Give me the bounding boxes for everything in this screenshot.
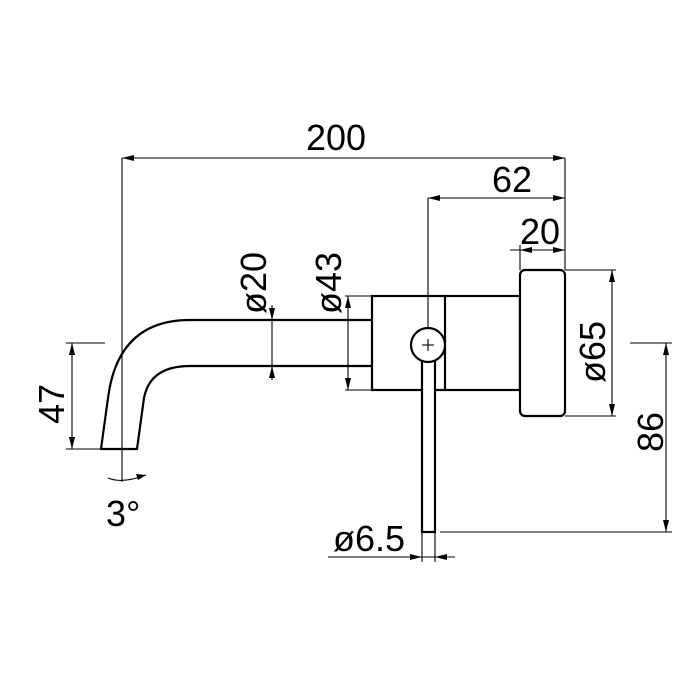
- dim-label-62: 62: [492, 159, 532, 200]
- dim-label-47: 47: [31, 384, 72, 424]
- dim-spout-diameter: ø20: [233, 252, 275, 380]
- dim-spout-height: 47: [31, 342, 105, 450]
- dim-label-200: 200: [306, 117, 366, 158]
- dim-label-86: 86: [630, 412, 671, 452]
- dim-label-3deg: 3°: [106, 493, 140, 534]
- wall-flange: [518, 268, 567, 418]
- dim-label-d20: ø20: [233, 252, 274, 314]
- dim-label-d6-5: ø6.5: [333, 518, 405, 559]
- dim-flange-diameter: ø65: [565, 269, 616, 417]
- lever-handle: [420, 343, 437, 534]
- dim-body-depth: 62: [427, 159, 565, 328]
- dim-label-20: 20: [520, 211, 560, 252]
- dim-spout-angle: 3°: [106, 450, 147, 534]
- dim-overall-length: 200: [121, 117, 566, 450]
- dim-label-d65: ø65: [572, 321, 613, 383]
- dim-label-d43: ø43: [308, 252, 349, 314]
- spout: [99, 318, 374, 451]
- dim-body-diameter: ø43: [308, 252, 372, 391]
- dim-flange-depth: 20: [510, 211, 565, 270]
- dim-lever-diameter: ø6.5: [328, 518, 455, 562]
- faucet-outline: [99, 268, 567, 534]
- dim-lever-length: 86: [440, 342, 672, 533]
